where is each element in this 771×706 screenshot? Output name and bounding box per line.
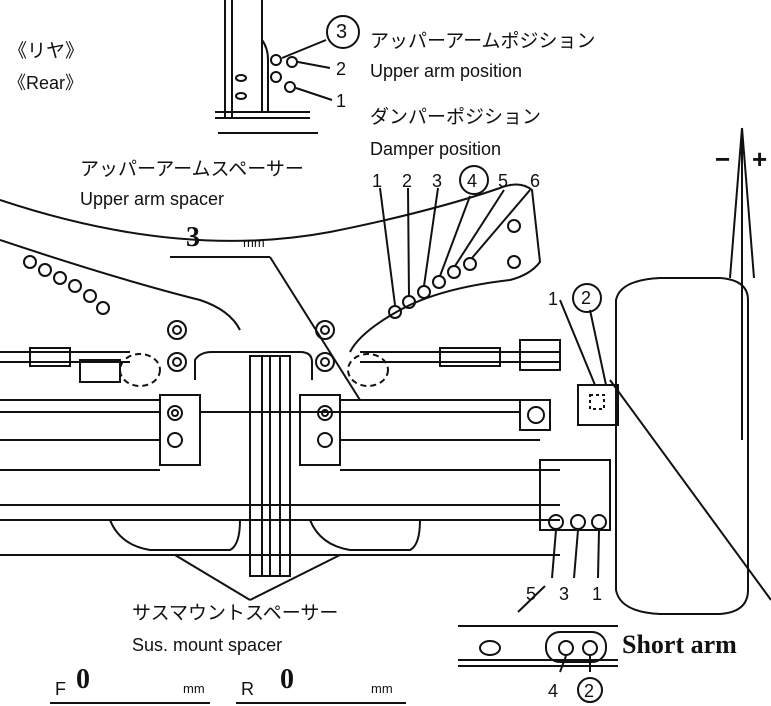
sus-mount-spacer-jp: サスマウントスペーサー xyxy=(132,602,339,624)
hub-hole-2: 2 xyxy=(584,681,595,701)
rear-label-jp: 《リヤ》 xyxy=(8,40,85,62)
damper-hole-4: 4 xyxy=(467,171,478,191)
upper-arm-spacer-unit: mm xyxy=(243,235,265,250)
short-arm-inset xyxy=(458,625,618,703)
damper-hole-1: 1 xyxy=(372,171,383,191)
hub-hole-3: 3 xyxy=(559,584,570,604)
sus-mounts xyxy=(109,519,421,601)
rear-spacer-value: 0 xyxy=(280,664,294,695)
upper-arm-spacer-value: 3 xyxy=(186,222,200,253)
front-spacer-line xyxy=(50,702,210,704)
short-arm-label: Short arm xyxy=(622,630,737,659)
damper-hole-2: 2 xyxy=(402,171,413,191)
camber-minus: − xyxy=(715,144,731,174)
hub-hole-1: 1 xyxy=(592,584,603,604)
rear-upper-deck xyxy=(0,165,542,353)
shock-towers xyxy=(119,320,389,387)
camber-plus: + xyxy=(752,144,768,174)
upper-arm-position-jp: アッパーアームポジション xyxy=(370,30,596,52)
damper-hole-6: 6 xyxy=(530,171,541,191)
rear-spacer-line xyxy=(236,702,406,704)
upper-arm-hole-3: 3 xyxy=(336,21,348,43)
upper-arm-spacer-en: Upper arm spacer xyxy=(80,189,225,209)
upper-arm-hole-1: 1 xyxy=(336,91,347,111)
rear-spacer-label: R xyxy=(241,679,254,699)
upper-arm-spacer-callout xyxy=(170,256,361,401)
damper-position-jp: ダンパーポジション xyxy=(370,106,542,128)
rear-spacer-unit: mm xyxy=(371,681,393,696)
turnbuckles xyxy=(0,339,561,383)
front-spacer-unit: mm xyxy=(183,681,205,696)
front-spacer-value: 0 xyxy=(76,664,90,695)
rear-hub xyxy=(517,283,619,613)
lower-arms xyxy=(0,399,560,556)
toe-hole-1: 1 xyxy=(548,289,559,309)
sus-mount-spacer-en: Sus. mount spacer xyxy=(132,635,283,655)
upper-arm-hole-2: 2 xyxy=(336,59,347,79)
damper-position-en: Damper position xyxy=(370,139,502,159)
rear-tire xyxy=(609,127,771,615)
damper-hole-5: 5 xyxy=(498,171,509,191)
damper-hole-3: 3 xyxy=(432,171,443,191)
hub-hole-5: 5 xyxy=(526,584,537,604)
toe-hole-2: 2 xyxy=(581,288,592,308)
bulkhead xyxy=(159,351,341,577)
hub-hole-4: 4 xyxy=(548,681,559,701)
upper-arm-position-inset xyxy=(215,0,360,134)
upper-arm-spacer-jp: アッパーアームスペーサー xyxy=(80,158,304,180)
front-spacer-label: F xyxy=(55,679,66,699)
rear-label-en: 《Rear》 xyxy=(8,73,84,93)
upper-arm-position-en: Upper arm position xyxy=(370,61,523,81)
